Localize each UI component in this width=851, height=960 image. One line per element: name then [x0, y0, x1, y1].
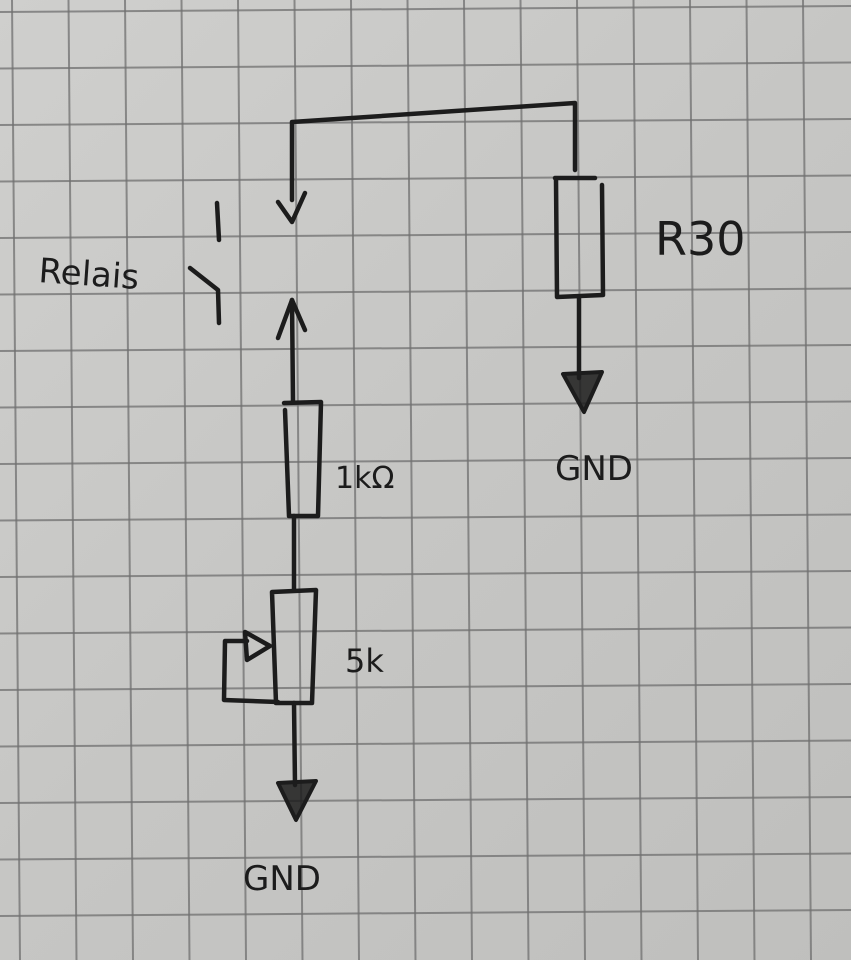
grid-line-vertical — [67, 0, 78, 960]
wire-top — [289, 100, 578, 203]
grid-line-horizontal — [0, 739, 851, 748]
grid-line-horizontal — [0, 231, 851, 239]
r30-label: R30 — [655, 212, 746, 266]
grid-line-vertical — [463, 0, 473, 960]
grid-line-horizontal — [0, 61, 851, 70]
gnd-right-symbol — [561, 370, 604, 414]
grid-line-horizontal — [0, 852, 851, 861]
grid-line-vertical — [180, 0, 191, 960]
grid-line-vertical — [406, 0, 417, 960]
grid-line-vertical — [689, 0, 699, 960]
resistor-1k — [281, 399, 324, 519]
gnd-left-symbol — [276, 779, 318, 822]
potentiometer-5k — [221, 587, 319, 706]
grid-line-vertical — [576, 0, 586, 960]
pot-5k-label: 5k — [345, 642, 384, 680]
grid-line-vertical — [124, 0, 134, 960]
relay-arrow-down — [275, 190, 308, 225]
grid-line-horizontal — [0, 174, 851, 183]
grid-line-horizontal — [0, 570, 851, 578]
grid-line-horizontal — [0, 400, 851, 409]
grid-line-vertical — [237, 0, 247, 960]
grid-line-horizontal — [0, 626, 851, 635]
wire-pot-gnd — [291, 700, 298, 788]
grid-line-vertical — [632, 0, 643, 960]
grid-line-horizontal — [0, 683, 851, 691]
grid-line-vertical — [519, 0, 530, 960]
grid-line-horizontal — [0, 287, 851, 296]
gnd-right-label: GND — [555, 449, 633, 489]
resistor-1k-label: 1kΩ — [335, 461, 394, 496]
gnd-left-label: GND — [243, 859, 321, 899]
relay-switch-mark — [187, 200, 222, 326]
grid-line-vertical — [11, 0, 21, 960]
grid-line-vertical — [802, 0, 812, 960]
grid-line-vertical — [745, 0, 756, 960]
wiper-arrow — [242, 629, 273, 663]
grid-line-horizontal — [0, 796, 851, 804]
grid-line-horizontal — [0, 513, 851, 522]
grid-line-horizontal — [0, 5, 851, 13]
wiper-link — [221, 638, 281, 705]
relay-contact — [187, 190, 308, 341]
grid-line-horizontal — [0, 909, 851, 917]
grid-line-horizontal — [0, 344, 851, 352]
wire-relay-1k — [289, 297, 296, 405]
grid-line-horizontal — [0, 457, 851, 465]
relay-label: Relais — [37, 251, 140, 298]
grid-line-horizontal — [0, 118, 851, 126]
